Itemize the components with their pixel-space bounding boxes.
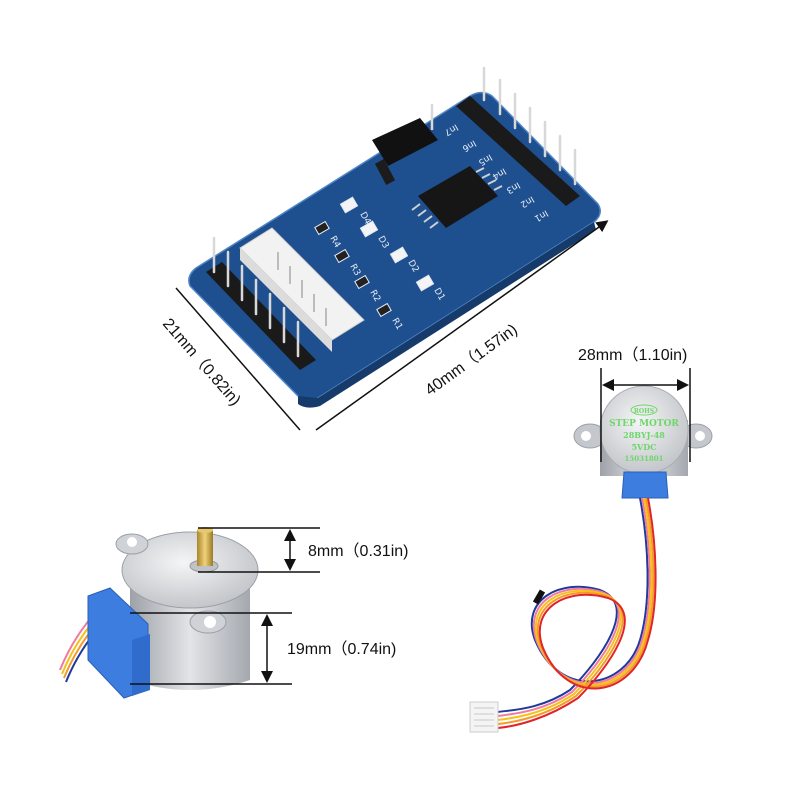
- motor-height-label: 19mm（0.74in): [287, 640, 396, 658]
- motor-connector: [239, 227, 365, 352]
- motor-serial: 15031801: [625, 454, 664, 463]
- motor-diameter-label: 28mm（1.10in): [578, 346, 687, 364]
- power-jumper: [372, 104, 438, 185]
- motor-shaft: [197, 530, 213, 566]
- shaft-height-label: 8mm（0.31in): [308, 542, 408, 560]
- board-length-label: 40mm（1.57in): [422, 320, 521, 399]
- motor-front: ROHS STEP MOTOR 28BYJ-48 5VDC 15031801: [573, 385, 713, 499]
- motor-wire-harness: [469, 497, 657, 733]
- motor-label: ROHS STEP MOTOR 28BYJ-48 5VDC 15031801: [609, 404, 679, 463]
- motor-height-dimension: 19mm（0.74in): [130, 612, 396, 685]
- driver-board: In7 In6 In5 In4 In3 In2 In1 D4: [188, 66, 601, 408]
- motor-voltage: 5VDC: [631, 442, 656, 452]
- uln2003-chip: [411, 166, 503, 229]
- motor-diameter-dimension: 28mm（1.10in): [578, 346, 691, 462]
- wire-plug: [469, 701, 499, 733]
- rohs-badge: ROHS: [634, 408, 654, 415]
- input-header: [456, 66, 580, 206]
- shaft-height-dimension: 8mm（0.31in): [198, 527, 408, 573]
- motor-title: STEP MOTOR: [609, 419, 679, 429]
- motor-model: 28BYJ-48: [623, 430, 665, 440]
- power-header: [206, 236, 316, 370]
